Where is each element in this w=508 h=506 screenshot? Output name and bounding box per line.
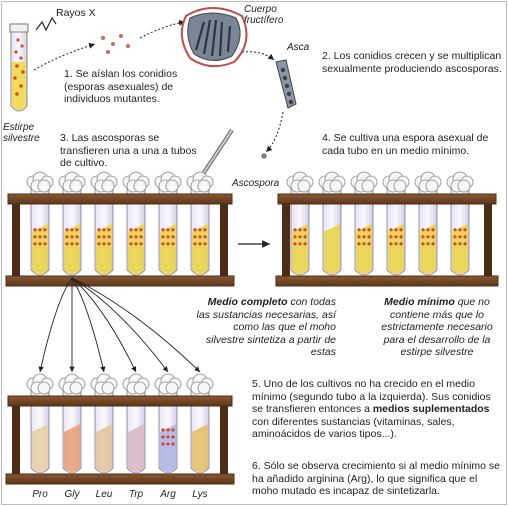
cotton-plug [26, 171, 54, 193]
tube-minimal-6 [446, 171, 474, 276]
step-4-text: 4. Se cultiva una espora asexual de cada… [322, 132, 489, 157]
cotton-plug [350, 171, 378, 193]
minimal-medium-caption: Medio mínimo que no contiene más que lo … [370, 296, 504, 359]
cotton-plug [122, 171, 150, 193]
tube-complete-2 [58, 171, 86, 276]
step-1-text: 1. Se aíslan los conidios (esporas asexu… [64, 68, 178, 105]
cotton-plug [154, 373, 182, 395]
cotton-plug [90, 373, 118, 395]
amino-acid-label: Pro [32, 489, 48, 500]
cotton-plug [58, 373, 86, 395]
transfer-arrows [38, 277, 201, 373]
rack-supplemented-media [5, 373, 235, 485]
transfer-arrow [71, 277, 137, 373]
ascospora-dot [261, 153, 267, 159]
arrow-tube-to-spores [33, 42, 96, 71]
tube-supplemented-5 [154, 373, 182, 474]
amino-acid-label: Leu [95, 489, 113, 500]
xray-label: Rayos X [56, 7, 96, 19]
cotton-plug [90, 171, 118, 193]
cotton-plug [122, 373, 150, 395]
cotton-plug [382, 171, 410, 193]
wild-strain-tube [9, 23, 29, 112]
cotton-plug [186, 373, 214, 395]
tube-supplemented-4 [122, 373, 150, 474]
tube-complete-4 [122, 171, 150, 276]
rack-complete-medium [5, 171, 235, 287]
cotton-plug [58, 171, 86, 193]
tube-complete-5 [154, 171, 182, 276]
transfer-arrow [71, 277, 106, 373]
tube-minimal-2 [318, 171, 346, 276]
amino-acid-label: Trp [128, 489, 144, 500]
minimal-medium-desc: que no contiene más que lo estrictamente… [381, 296, 493, 358]
asca-label: Asca [287, 42, 310, 53]
amino-acid-label: Lys [192, 489, 208, 500]
cotton-plug [154, 171, 182, 193]
amino-acid-label: Gly [64, 489, 80, 500]
ascospora-label: Ascospora [232, 178, 280, 189]
wild-strain-label: Estirpe silvestre [3, 122, 40, 144]
arrow-asca-to-spore [265, 111, 284, 153]
arrow-spores-to-body [139, 19, 186, 39]
tube-supplemented-6 [186, 373, 214, 474]
minimal-medium-title: Medio mínimo [384, 296, 455, 308]
asca [275, 59, 297, 109]
arrow-body-to-asca [241, 51, 275, 61]
cotton-plug [286, 171, 314, 193]
cotton-plug [186, 171, 214, 193]
tube-minimal-4 [382, 171, 410, 276]
tube-supplemented-1 [26, 373, 54, 474]
tube-minimal-3 [350, 171, 378, 276]
step-2-text: 2. Los conidios crecen y se multiplican … [322, 50, 502, 75]
cotton-plug [446, 171, 474, 193]
step-5-bold: medios suplementados [372, 403, 490, 415]
complete-medium-caption: Medio completo con todas las sustancias … [196, 296, 336, 359]
step-5-part-b: con diferentes sustancias (vitaminas, sa… [252, 415, 455, 441]
fruiting-body-label: Cuerpo fructífero [244, 4, 284, 26]
tube-minimal-5 [414, 171, 442, 276]
amino-acid-label: Arg [160, 489, 176, 500]
tube-supplemented-3 [90, 373, 118, 474]
complete-medium-desc: con todas las sustancias necesarias, así… [196, 296, 336, 358]
cotton-plug [318, 171, 346, 193]
fruiting-body [180, 7, 248, 68]
cotton-plug [414, 171, 442, 193]
tube-complete-3 [90, 171, 118, 276]
xray-zigzag-icon [35, 16, 57, 32]
tube-minimal-1 [286, 171, 314, 276]
cotton-plug [26, 373, 54, 395]
tube-supplemented-2 [58, 373, 86, 474]
transfer-arrow [71, 277, 201, 373]
step-3-text: 3. Las ascosporas se transfieren una a u… [60, 132, 197, 169]
transfer-arrow [38, 277, 73, 373]
tube-complete-1 [26, 171, 54, 276]
step-5-text: 5. Uno de los cultivos no ha crecido en … [252, 378, 504, 441]
step-5-part-a: 5. Uno de los cultivos no ha crecido en … [252, 378, 491, 415]
tube-complete-6 [186, 171, 214, 276]
step-6-text: 6. Sólo se observa crecimiento si al med… [252, 460, 501, 497]
transfer-arrow [71, 277, 169, 373]
conidia-spores [101, 34, 130, 54]
complete-medium-title: Medio completo [207, 296, 288, 308]
rack-minimal-medium [275, 171, 499, 287]
